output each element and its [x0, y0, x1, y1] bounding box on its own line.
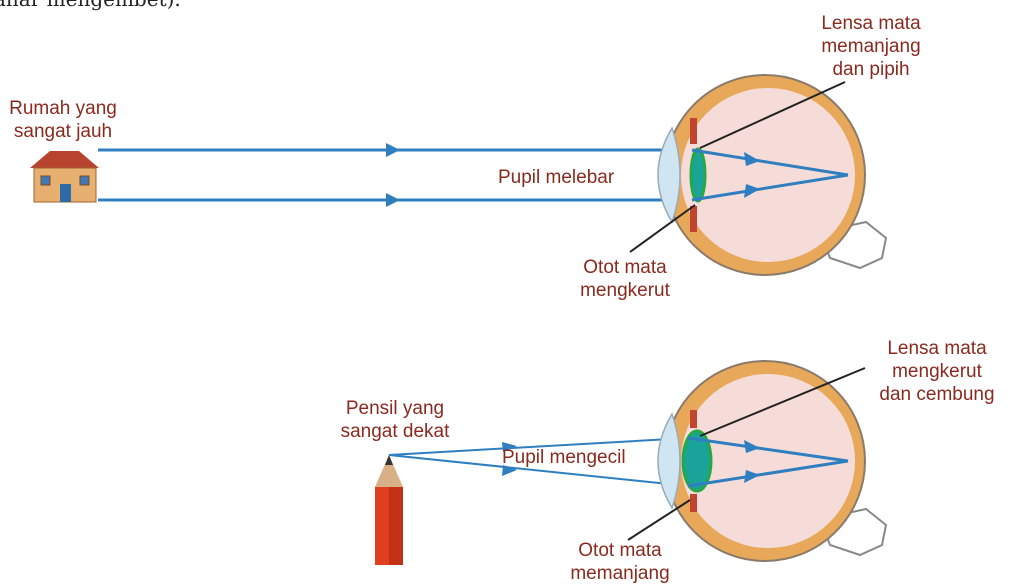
- top-object-label: Rumah yang sangat jauh: [8, 97, 118, 143]
- house-icon: [30, 151, 99, 202]
- top-lens-label: Lensa mata memanjang dan pipih: [796, 12, 946, 81]
- top-panel: [30, 75, 886, 275]
- bottom-object-label-line2: sangat dekat: [325, 420, 465, 443]
- top-object-label-line2: sangat jauh: [8, 120, 118, 143]
- top-pupil-label: Pupil melebar: [498, 166, 614, 189]
- top-muscle-label-line1: Otot mata: [560, 256, 690, 279]
- bottom-panel: [375, 361, 886, 565]
- bottom-lens-label-line3: dan cembung: [862, 383, 1012, 406]
- bottom-muscle-label-line2: memanjang: [550, 562, 690, 585]
- top-lens-label-line2: memanjang: [796, 35, 946, 58]
- top-object-label-line1: Rumah yang: [8, 97, 118, 120]
- bottom-eye-icon: [658, 361, 886, 561]
- bottom-pupil-label: Pupil mengecil: [502, 446, 626, 469]
- top-lens-label-line1: Lensa mata: [796, 12, 946, 35]
- bottom-object-label: Pensil yang sangat dekat: [325, 397, 465, 443]
- top-eye-icon: [658, 75, 886, 275]
- bottom-lens-label: Lensa mata mengkerut dan cembung: [862, 337, 1012, 406]
- top-muscle-label: Otot mata mengkerut: [560, 256, 690, 302]
- bottom-object-label-line1: Pensil yang: [325, 397, 465, 420]
- bottom-muscle-label-line1: Otot mata: [550, 539, 690, 562]
- bottom-lens-label-line2: mengkerut: [862, 360, 1012, 383]
- pencil-icon: [375, 455, 403, 565]
- top-lens-label-line3: dan pipih: [796, 58, 946, 81]
- top-muscle-label-line2: mengkerut: [560, 279, 690, 302]
- bottom-muscle-label: Otot mata memanjang: [550, 539, 690, 585]
- bottom-muscle-pointer: [628, 500, 690, 540]
- bottom-lens-label-line1: Lensa mata: [862, 337, 1012, 360]
